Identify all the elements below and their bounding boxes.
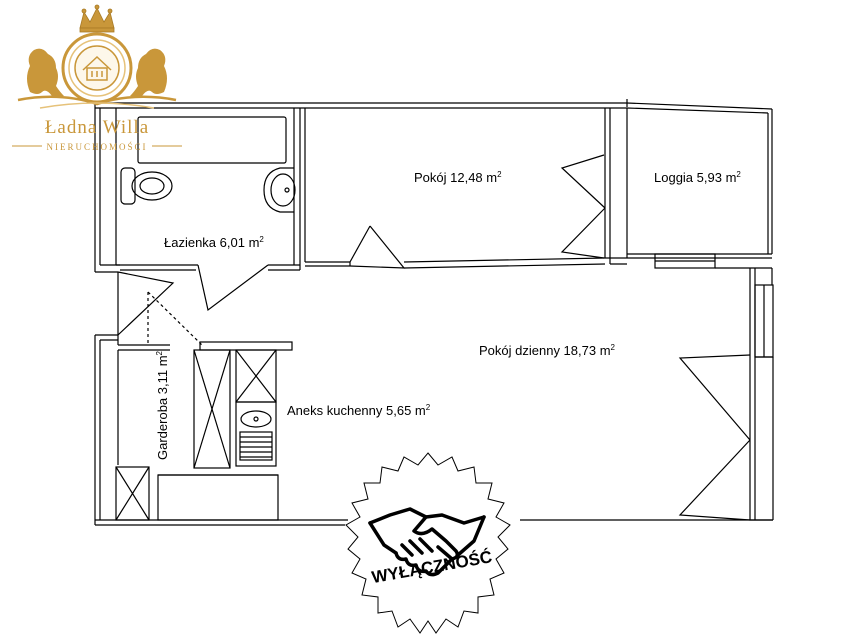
- room-label-wardrobe: Garderoba 3,11 m2: [155, 350, 170, 460]
- crown-icon: [79, 4, 115, 33]
- room-label-loggia: Loggia 5,93 m2: [654, 170, 741, 185]
- room-label-bedroom: Pokój 12,48 m2: [414, 170, 502, 185]
- washbasin-icon: [263, 167, 296, 213]
- exclusive-badge: WYŁĄCZNOŚĆ: [345, 452, 511, 634]
- walls: [94, 99, 774, 526]
- room-label-bathroom: Łazienka 6,01 m2: [164, 235, 264, 250]
- room-label-living: Pokój dzienny 18,73 m2: [479, 343, 616, 358]
- handshake-icon: [368, 507, 486, 577]
- lion-left-icon: [27, 48, 64, 96]
- company-logo: Ładna Willa NIERUCHOMOŚCI: [12, 4, 182, 152]
- logo-tagline: NIERUCHOMOŚCI: [46, 142, 147, 152]
- house-icon: [82, 55, 112, 81]
- room-label-kitchen: Aneks kuchenny 5,65 m2: [287, 403, 431, 418]
- doors: [117, 154, 751, 521]
- badge-starburst: [345, 452, 511, 634]
- toilet-icon: [120, 167, 173, 205]
- lion-right-icon: [130, 48, 167, 96]
- logo-name: Ładna Willa: [45, 117, 149, 138]
